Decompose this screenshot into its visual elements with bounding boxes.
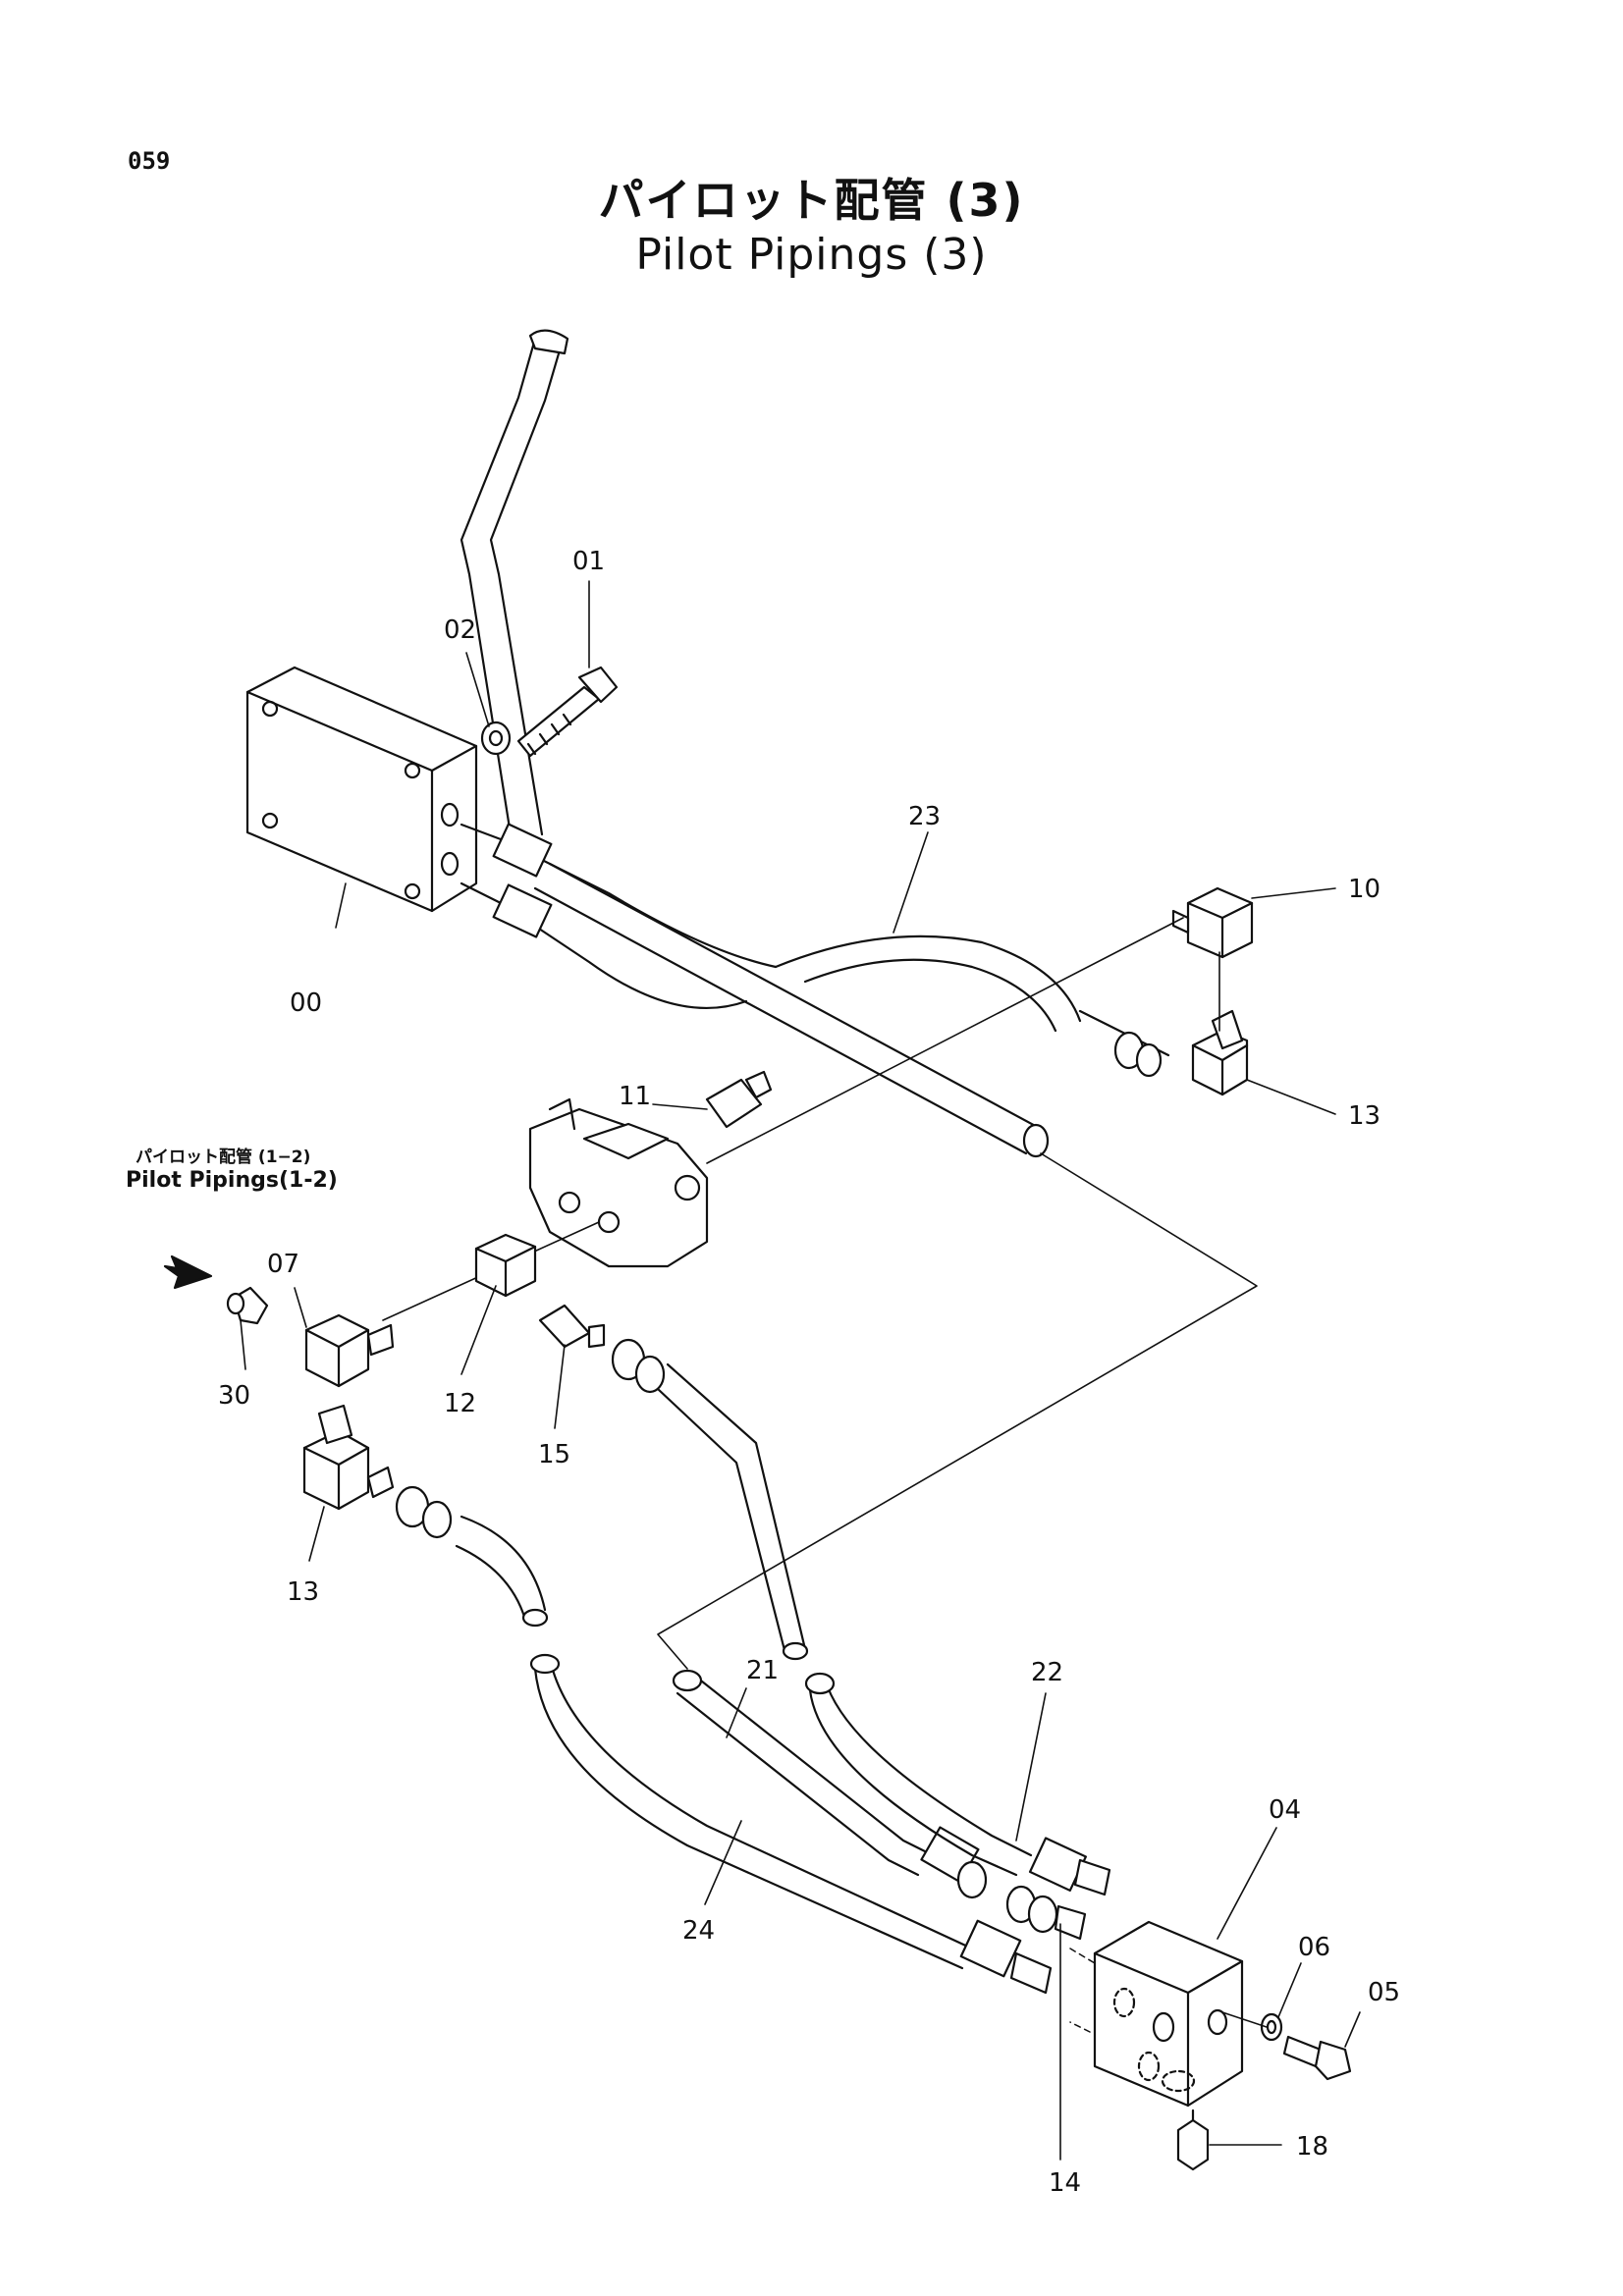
reference-label-japanese: パイロット配管 (1−2) (135, 1148, 311, 1167)
label-30: 30 (218, 1381, 250, 1411)
label-13-upper: 13 (1348, 1101, 1380, 1131)
reference-arrow (163, 1255, 213, 1290)
bolt-05 (1282, 2035, 1352, 2081)
hose-center (611, 1338, 809, 1661)
fitting-10 (1171, 886, 1254, 959)
bolt-01 (516, 666, 619, 758)
page-title-japanese: パイロット配管 (3) (598, 174, 1025, 227)
pilot-pipe (533, 862, 1050, 1158)
reference-label-english: Pilot Pipings(1-2) (126, 1168, 338, 1193)
pilot-valve-body (245, 666, 478, 913)
label-00: 00 (290, 988, 322, 1018)
label-18: 18 (1296, 2132, 1328, 2162)
label-22: 22 (1031, 1658, 1063, 1687)
fitting-14 (1005, 1885, 1087, 1941)
washer-06 (1260, 2012, 1283, 2042)
label-02: 02 (444, 615, 476, 645)
washer-02 (480, 721, 512, 756)
label-05: 05 (1368, 1978, 1400, 2007)
label-21: 21 (746, 1656, 779, 1685)
page-title-english: Pilot Pipings (3) (635, 230, 988, 280)
control-lever (460, 329, 569, 836)
label-12: 12 (444, 1389, 476, 1418)
hose-23 (460, 823, 1082, 1033)
label-07: 07 (267, 1250, 299, 1279)
plug-18 (1176, 2109, 1210, 2171)
pilot-control-valve (528, 1097, 709, 1268)
label-23: 23 (908, 802, 941, 831)
page-number: 059 (128, 147, 171, 175)
elbow-07 (304, 1313, 395, 1388)
label-15: 15 (538, 1440, 570, 1469)
fitting-11 (705, 1070, 773, 1129)
hose-22 (804, 1672, 1111, 1896)
hose-21 (672, 1669, 988, 1899)
block-12 (474, 1233, 537, 1298)
part-labels: 01 02 00 23 10 13 11 07 30 12 15 13 21 2… (218, 547, 1400, 2198)
label-06: 06 (1298, 1933, 1330, 1962)
hose-short (395, 1485, 549, 1628)
fitting-15 (538, 1304, 606, 1349)
label-01: 01 (572, 547, 605, 576)
label-04: 04 (1269, 1795, 1301, 1825)
label-24: 24 (682, 1916, 715, 1946)
label-11: 11 (619, 1082, 651, 1111)
fitting-30 (226, 1286, 269, 1325)
label-10: 10 (1348, 875, 1380, 904)
leader-lines (240, 580, 1361, 2161)
hose-24 (529, 1653, 1053, 1995)
label-14: 14 (1049, 2168, 1081, 2198)
fitting-13-lower (302, 1404, 395, 1511)
label-13-lower: 13 (287, 1577, 319, 1607)
manifold-block-04 (1069, 1920, 1244, 2108)
fitting-13-upper (1078, 1009, 1249, 1096)
